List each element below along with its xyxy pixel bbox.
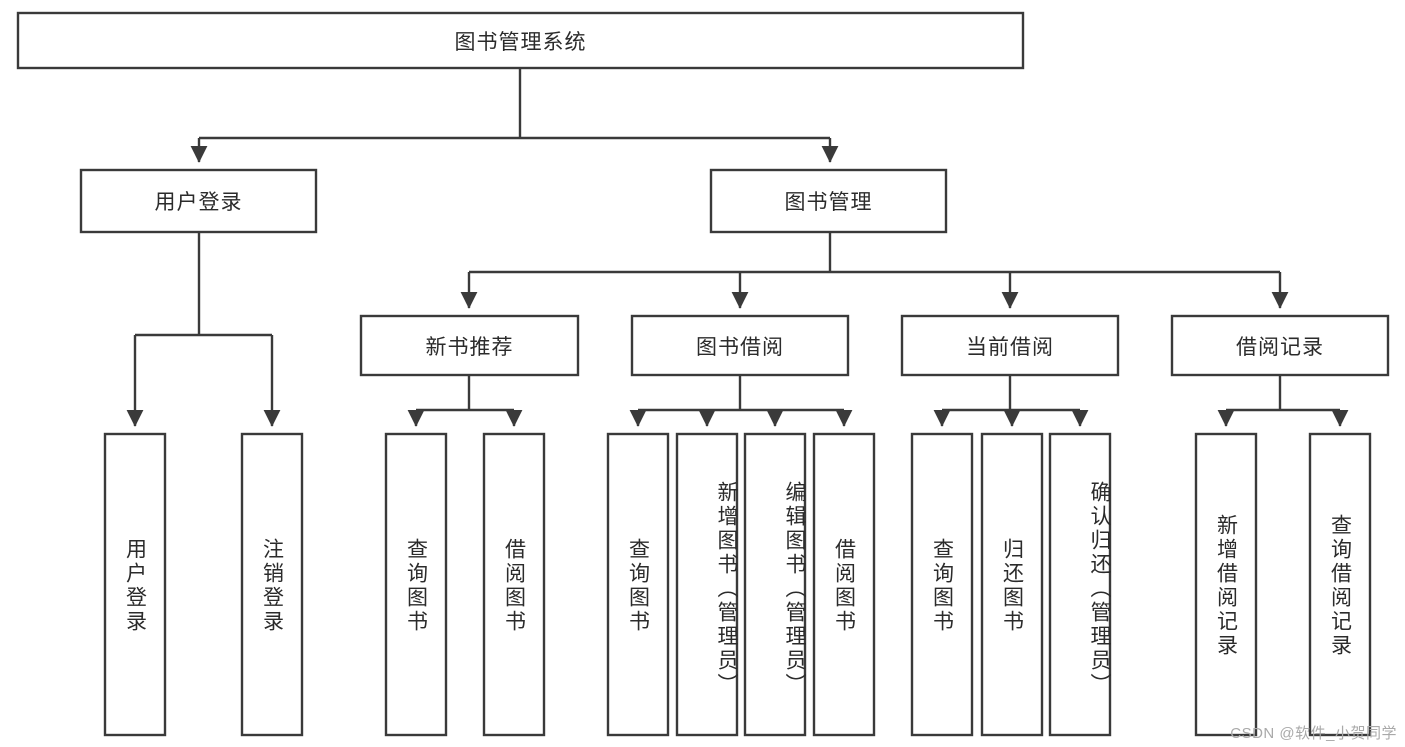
node-box-user-login: [79, 168, 318, 234]
leaf-box-newbook-1: [482, 432, 546, 737]
node-box-cur-borrow: [900, 314, 1120, 377]
leaf-box-user-login-1: [240, 432, 304, 737]
leaf-box-bookborrow-3: [812, 432, 876, 737]
node-box-root: [16, 11, 1025, 70]
leaf-box-borrowrec-0: [1194, 432, 1258, 737]
node-box-new-book: [359, 314, 580, 377]
node-box-book-borrow: [630, 314, 850, 377]
leaf-box-user-login-0: [103, 432, 167, 737]
leaf-box-newbook-0: [384, 432, 448, 737]
leaf-box-curborrow-1: [980, 432, 1044, 737]
leaf-box-bookborrow-1: [675, 432, 739, 737]
leaf-box-bookborrow-2: [743, 432, 807, 737]
node-box-borrow-rec: [1170, 314, 1390, 377]
leaf-box-borrowrec-1: [1308, 432, 1372, 737]
leaf-box-curborrow-0: [910, 432, 974, 737]
node-box-book-manage: [709, 168, 948, 234]
leaf-box-curborrow-2: [1048, 432, 1112, 737]
leaf-box-bookborrow-0: [606, 432, 670, 737]
